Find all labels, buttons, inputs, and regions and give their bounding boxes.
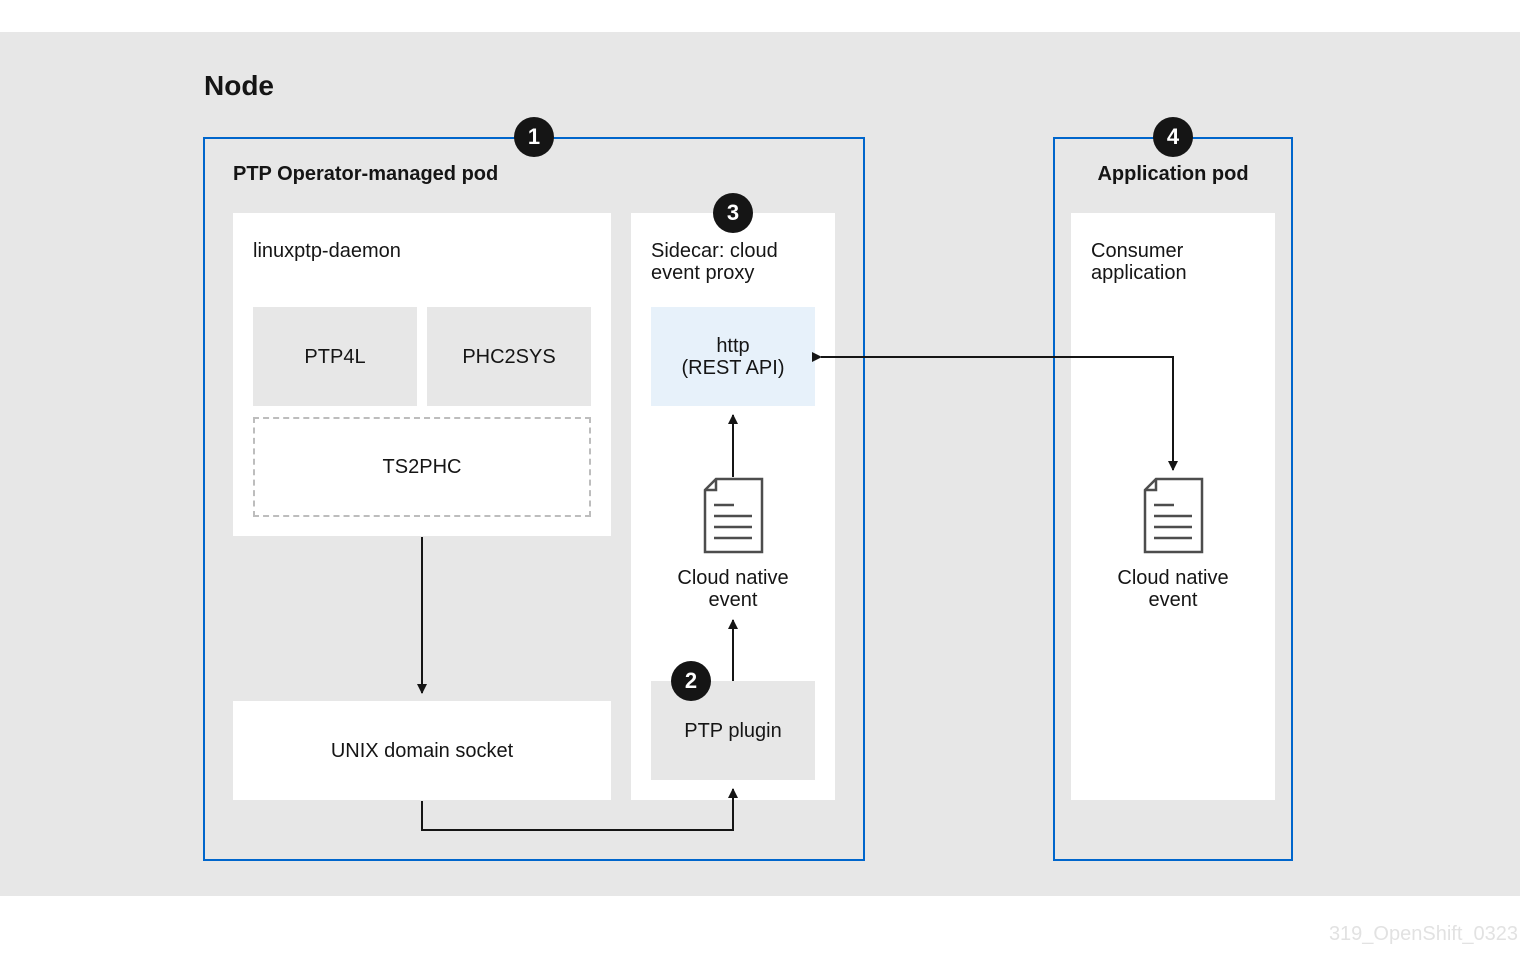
app-event-line2: event	[1148, 589, 1198, 611]
sidecar-title: Sidecar: cloud event proxy	[651, 240, 778, 284]
ptp4l-box: PTP4L	[253, 307, 417, 406]
consumer-line1: Consumer	[1091, 240, 1184, 262]
consumer-line2: application	[1091, 262, 1187, 284]
sidecar-event-label: Cloud native event	[651, 567, 815, 611]
ptp-plugin-box: PTP plugin	[651, 681, 815, 780]
document-icon	[1143, 477, 1204, 554]
arrow-http-to-app-event	[812, 352, 1178, 471]
ts2phc-label: TS2PHC	[382, 456, 462, 478]
app-pod-title: Application pod	[1097, 163, 1249, 185]
sidecar-event-line2: event	[708, 589, 758, 611]
badge-1: 1	[514, 117, 554, 157]
http-label-line1: http	[716, 334, 750, 357]
ts2phc-box: TS2PHC	[253, 417, 591, 517]
unix-domain-socket-box: UNIX domain socket	[233, 701, 611, 800]
sidecar-title-line2: event proxy	[651, 262, 755, 284]
badge-3: 3	[713, 193, 753, 233]
phc2sys-box: PHC2SYS	[427, 307, 591, 406]
sidecar-event-line1: Cloud native	[677, 567, 789, 589]
badge-4: 4	[1153, 117, 1193, 157]
ptp-plugin-label: PTP plugin	[684, 719, 782, 742]
sidecar-title-line1: Sidecar: cloud	[651, 240, 778, 262]
node-title: Node	[204, 70, 274, 101]
ptp4l-label: PTP4L	[304, 345, 366, 368]
badge-2: 2	[671, 661, 711, 701]
http-rest-api-box: http (REST API)	[651, 307, 815, 406]
linuxptp-daemon-title: linuxptp-daemon	[253, 240, 401, 262]
document-icon	[703, 477, 764, 554]
arrow-socket-to-plugin	[421, 788, 738, 831]
app-event-line1: Cloud native	[1117, 567, 1229, 589]
consumer-application-title: Consumer application	[1091, 240, 1187, 284]
phc2sys-label: PHC2SYS	[462, 345, 556, 368]
http-label-line2: (REST API)	[681, 356, 785, 379]
ptp-pod-title: PTP Operator-managed pod	[233, 163, 499, 185]
app-event-label: Cloud native event	[1091, 567, 1255, 611]
watermark: 319_OpenShift_0323	[1328, 923, 1518, 945]
unix-domain-socket-label: UNIX domain socket	[330, 739, 514, 762]
